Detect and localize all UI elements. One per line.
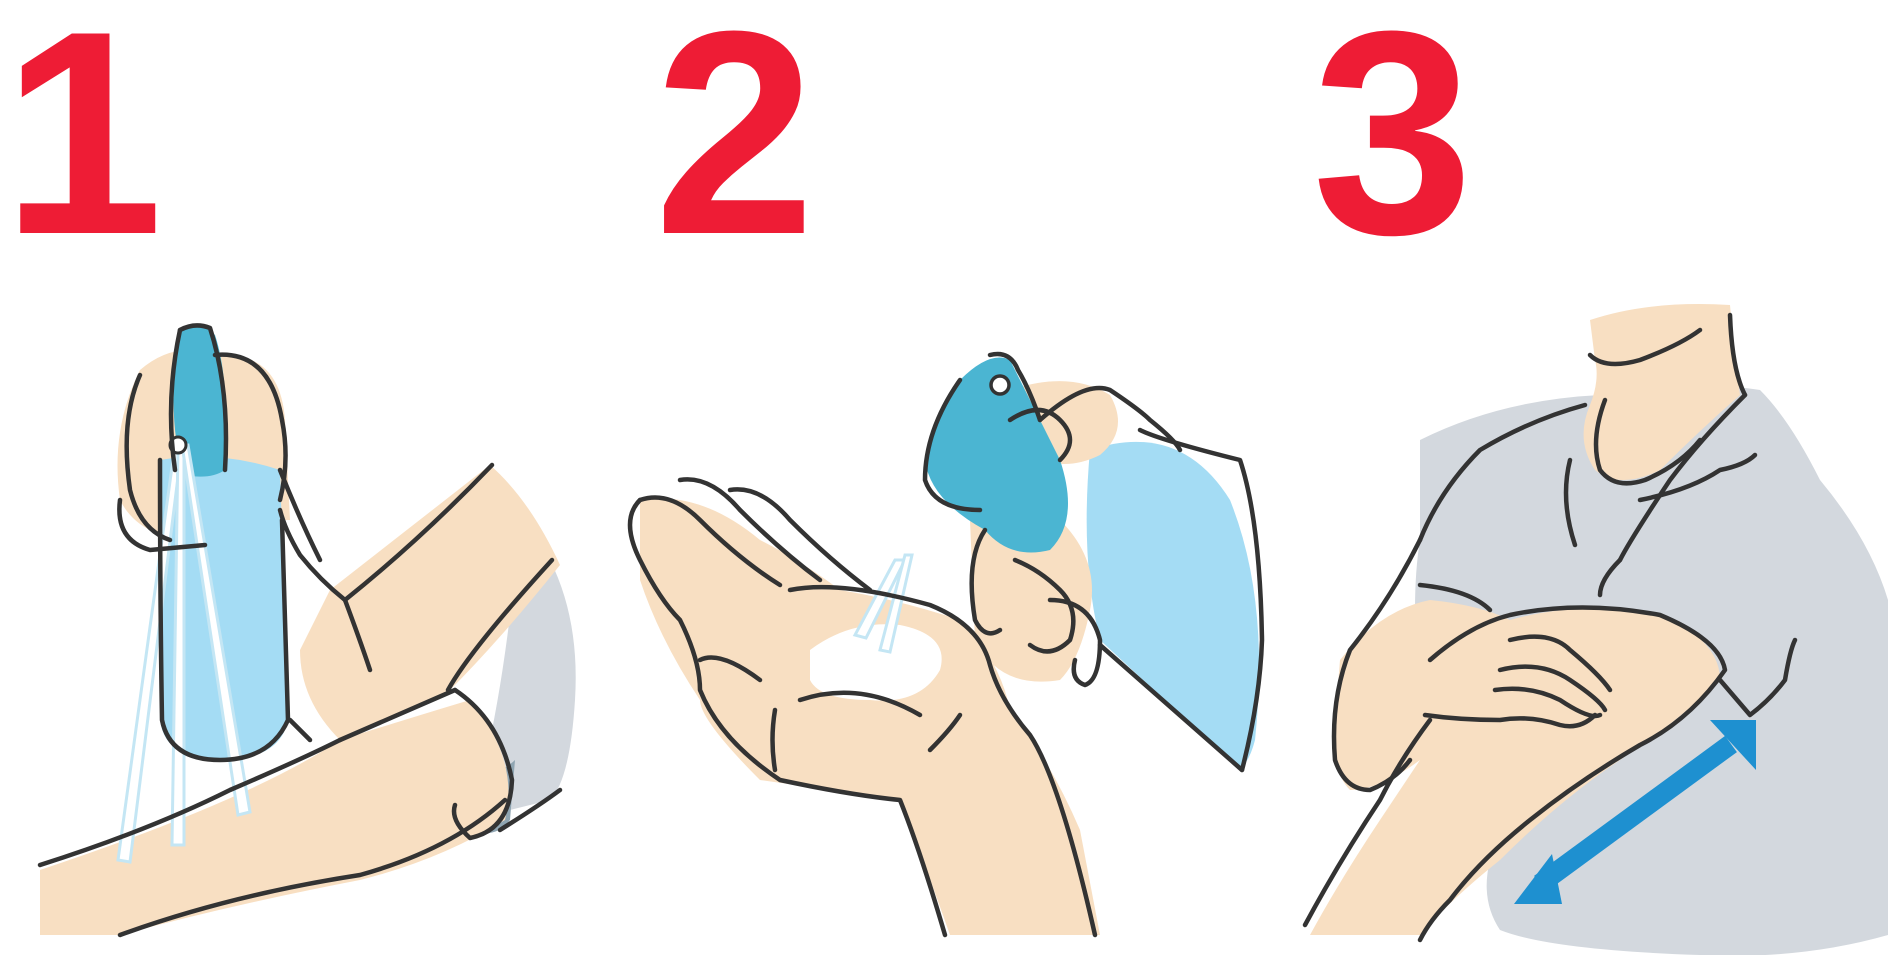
step-3-illustration xyxy=(1305,304,1888,955)
pump-nozzle-icon xyxy=(991,376,1009,394)
step-2-illustration xyxy=(630,354,1262,935)
sleeve-shape xyxy=(1087,442,1259,770)
step-1-illustration xyxy=(40,325,576,935)
